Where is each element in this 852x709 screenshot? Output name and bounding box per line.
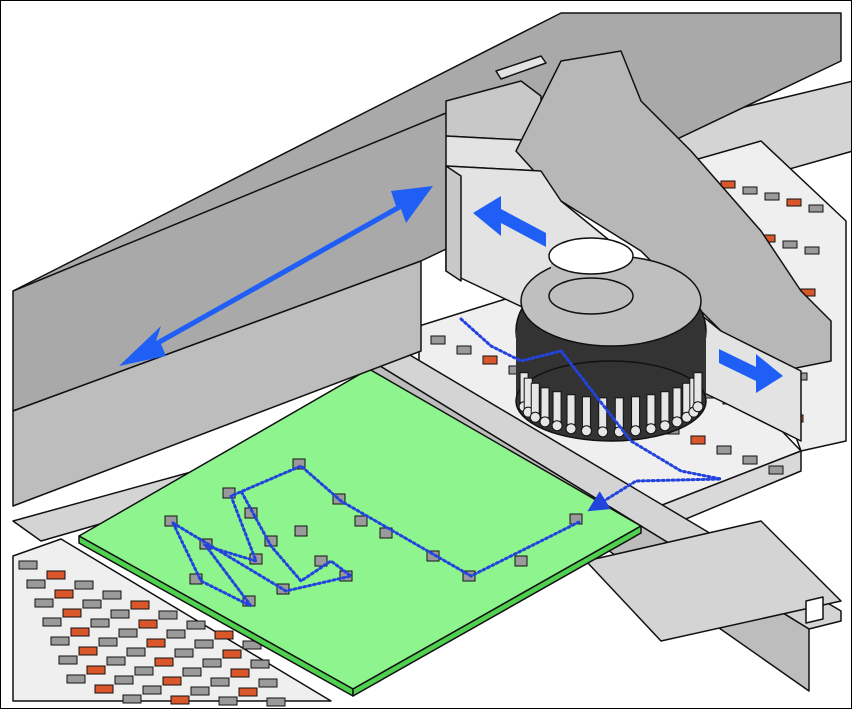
feeder-slot xyxy=(87,666,105,674)
feeder-slot xyxy=(805,247,819,254)
feeder-slot xyxy=(195,640,213,648)
turret-nozzle xyxy=(531,383,539,413)
feeder-slot xyxy=(769,466,783,474)
turret-nozzle xyxy=(673,388,681,418)
feeder-slot xyxy=(111,610,129,618)
feeder-slot xyxy=(787,199,801,206)
feeder-slot xyxy=(43,618,61,626)
feeder-slot xyxy=(159,611,177,619)
turret-nozzle xyxy=(661,392,669,422)
feeder-slot xyxy=(743,456,757,464)
feeder-slot xyxy=(67,675,85,683)
feeder-slot xyxy=(147,639,165,647)
feeder-slot xyxy=(203,659,221,667)
feeder-slot xyxy=(743,187,757,194)
feeder-slot xyxy=(155,658,173,666)
board-component xyxy=(355,516,367,526)
feeder-slot xyxy=(83,600,101,608)
feeder-slot xyxy=(163,677,181,685)
feeder-slot xyxy=(75,581,93,589)
nozzle-tip xyxy=(552,421,562,431)
feeder-slot xyxy=(135,667,153,675)
feeder-slot xyxy=(55,590,73,598)
feeder-slot xyxy=(27,580,45,588)
nozzle-tip xyxy=(646,424,656,434)
feeder-slot xyxy=(127,648,145,656)
feeder-slot xyxy=(167,630,185,638)
feeder-slot xyxy=(99,638,117,646)
nozzle-tip xyxy=(566,424,576,434)
feeder-slot xyxy=(91,619,109,627)
feeder-slot xyxy=(809,205,823,212)
board-component xyxy=(295,526,307,536)
board-component xyxy=(223,488,235,498)
turret-nozzle xyxy=(567,395,575,425)
turret-nozzle xyxy=(553,392,561,422)
turret-nozzle xyxy=(632,397,640,427)
turret-nozzle xyxy=(541,388,549,418)
turret-nozzle xyxy=(647,395,655,425)
feeder-slot xyxy=(457,346,471,354)
feeder-slot xyxy=(171,696,189,704)
feeder-slot xyxy=(51,637,69,645)
feeder-slot xyxy=(215,631,233,639)
feeder-slot xyxy=(783,241,797,248)
feeder-slot xyxy=(191,687,209,695)
feeder-slot xyxy=(223,650,241,658)
feeder-slot xyxy=(431,336,445,344)
turret-nozzle xyxy=(694,373,702,403)
feeder-slot xyxy=(123,695,141,703)
feeder-slot xyxy=(131,601,149,609)
nozzle-tip xyxy=(530,412,540,422)
nozzle-tip xyxy=(660,421,670,431)
feeder-slot xyxy=(183,668,201,676)
feeder-slot xyxy=(103,591,121,599)
feeder-slot xyxy=(79,647,97,655)
feeder-slot xyxy=(765,193,779,200)
feeder-slot xyxy=(35,599,53,607)
feeder-slot xyxy=(95,685,113,693)
feeder-slot xyxy=(119,629,137,637)
nozzle-tip xyxy=(631,426,641,436)
feeder-slot xyxy=(63,609,81,617)
turret-nozzle xyxy=(582,397,590,427)
feeder-slot xyxy=(143,686,161,694)
feeder-slot xyxy=(717,446,731,454)
feeder-slot xyxy=(211,678,229,686)
board-component xyxy=(515,556,527,566)
nozzle-tip xyxy=(540,417,550,427)
feeder-slot xyxy=(59,656,77,664)
feeder-slot xyxy=(267,698,285,706)
feeder-slot xyxy=(115,676,133,684)
feeder-slot xyxy=(259,679,277,687)
feeder-slot xyxy=(483,356,497,364)
feeder-slot xyxy=(139,620,157,628)
feeder-slot xyxy=(251,660,269,668)
feeder-slot xyxy=(219,697,237,705)
feeder-slot xyxy=(231,669,249,677)
feeder-slot xyxy=(19,561,37,569)
nozzle-tip xyxy=(598,427,608,437)
feeder-slot xyxy=(71,628,89,636)
feeder-slot xyxy=(107,657,125,665)
feeder-slot xyxy=(187,621,205,629)
nozzle-tip xyxy=(672,417,682,427)
feeder-slot xyxy=(239,688,257,696)
feeder-slot xyxy=(175,649,193,657)
nozzle-tip xyxy=(581,426,591,436)
nozzle-tip xyxy=(693,402,703,412)
feeder-slot xyxy=(691,436,705,444)
feeder-slot xyxy=(47,571,65,579)
